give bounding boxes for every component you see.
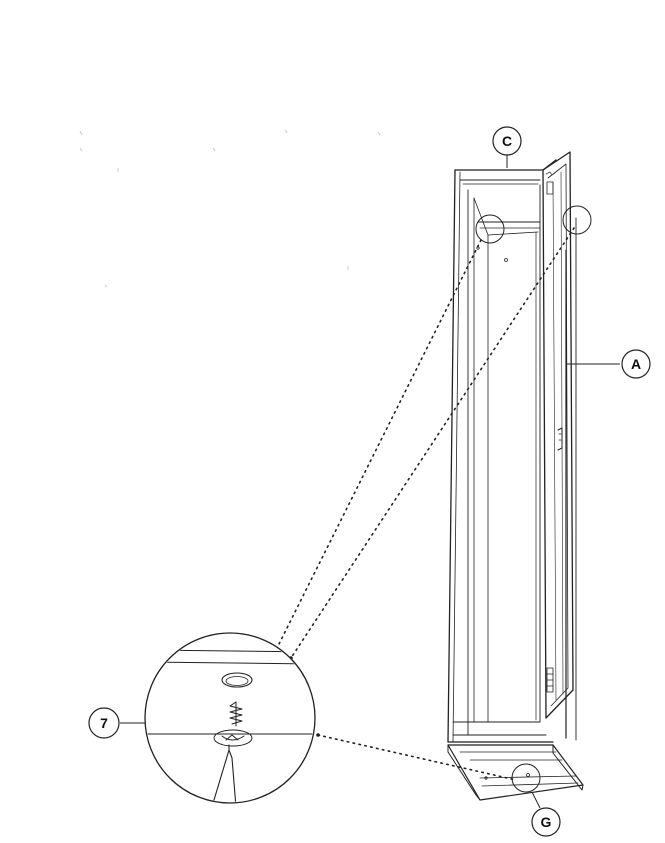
detail-magnifier <box>144 632 316 804</box>
callout-c-label: C <box>502 133 512 149</box>
faint-marks <box>79 129 381 288</box>
locker-cabinet <box>447 151 592 801</box>
callout-a: A <box>621 349 651 379</box>
callout-c: C <box>492 126 522 156</box>
screwdriver-icon <box>204 744 239 802</box>
callout-7: 7 <box>88 707 120 739</box>
callout-a-label: A <box>631 356 641 372</box>
callout-7-label: 7 <box>100 715 108 731</box>
brand-mark <box>545 171 556 176</box>
callout-g: G <box>531 807 561 837</box>
projection-lines <box>275 227 575 781</box>
screw-icon <box>213 701 253 747</box>
callout-g-label: G <box>541 814 552 830</box>
